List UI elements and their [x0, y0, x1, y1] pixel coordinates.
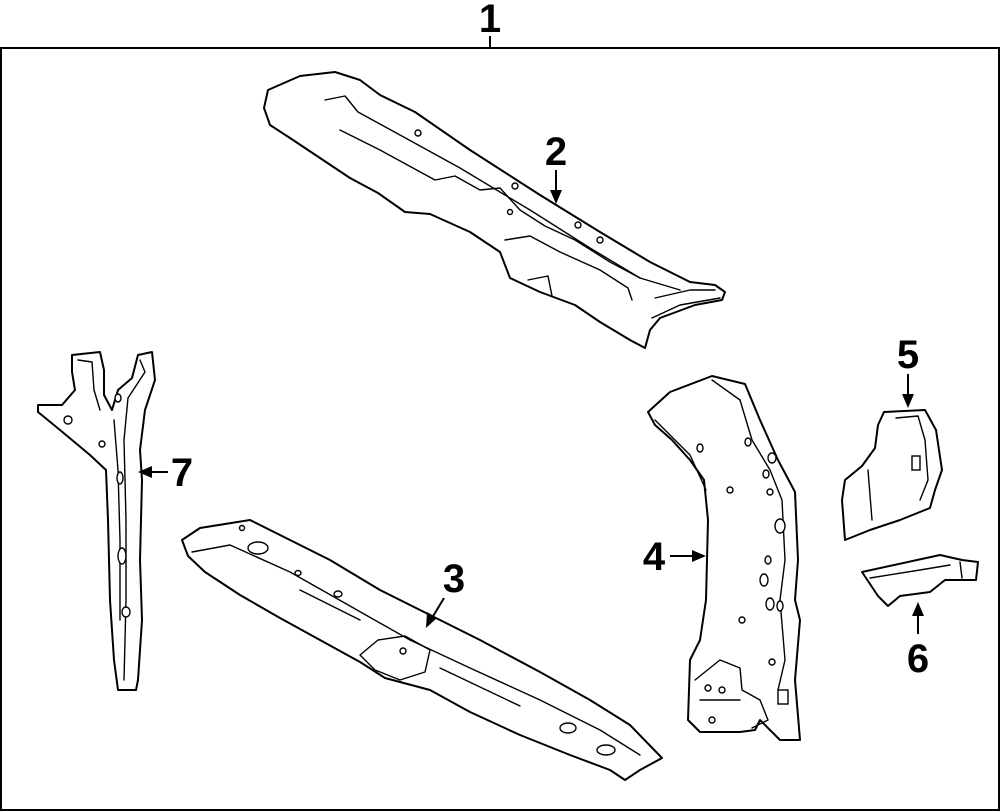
part-2-hole	[574, 221, 582, 229]
part-4-hole	[759, 573, 769, 587]
part-2-lower-flange	[504, 235, 633, 301]
callout-2-label: 2	[545, 130, 567, 174]
part-4-hole	[744, 437, 752, 447]
callout-3-arrow	[426, 612, 437, 628]
callout-5[interactable]: 5	[897, 333, 919, 408]
callout-2-arrow	[550, 190, 562, 204]
callout-1-label: 1	[479, 0, 501, 41]
part-7-seam	[113, 419, 121, 621]
callout-6-label: 6	[907, 637, 929, 681]
part-2-hole	[414, 129, 422, 137]
part-3-hole	[294, 569, 302, 577]
part-7-hole	[98, 440, 106, 448]
callout-6-arrow	[912, 602, 924, 616]
part-4-hole	[764, 555, 772, 565]
callout-4[interactable]: 4	[643, 535, 706, 579]
part-2-inner-lip	[339, 129, 641, 279]
part-3-top-edge	[191, 544, 641, 756]
part-4-inner-rib	[654, 379, 786, 691]
part-2-upper-tie-bar[interactable]	[263, 71, 726, 349]
callout-7-arrow	[138, 466, 152, 478]
callout-4-arrow	[692, 550, 706, 562]
callout-3-label: 3	[443, 557, 465, 601]
part-4-hole	[768, 658, 776, 666]
part-4-side-support[interactable]	[647, 375, 801, 741]
part-3-groove	[299, 589, 521, 707]
callout-5-label: 5	[897, 333, 919, 377]
callout-3[interactable]: 3	[426, 557, 465, 628]
part-7-inner-rib	[77, 359, 146, 681]
part-4-outline	[647, 375, 801, 741]
part-4-hole	[738, 616, 746, 624]
part-6-outline	[861, 554, 979, 607]
part-4-hole	[704, 684, 712, 692]
part-6-inner-edge	[869, 561, 963, 579]
part-3-hole	[238, 524, 246, 532]
part-7-hole	[63, 415, 73, 425]
part-4-slot	[777, 689, 789, 705]
callout-7[interactable]: 7	[138, 451, 193, 495]
callout-6[interactable]: 6	[907, 602, 929, 681]
part-7-hole	[114, 393, 122, 403]
part-3-hole	[399, 647, 407, 655]
part-4-hole	[776, 600, 784, 612]
part-3-hole	[596, 744, 616, 756]
callout-4-label: 4	[643, 535, 666, 579]
part-2-hole	[511, 182, 519, 190]
part-3-center-bracket	[359, 635, 431, 681]
callout-1[interactable]: 1	[479, 0, 501, 48]
part-3-hole	[333, 590, 343, 598]
assembly-frame	[0, 47, 1000, 811]
callout-5-arrow	[902, 394, 914, 408]
part-7-vertical-support[interactable]	[37, 351, 156, 691]
part-5-inner-edge	[867, 415, 929, 521]
part-4-hole	[762, 469, 770, 479]
part-3-lower-tie-bar[interactable]	[181, 519, 663, 781]
part-4-hole	[774, 518, 786, 534]
part-3-hole	[247, 541, 269, 555]
part-4-lower-bracket	[694, 659, 769, 729]
part-7-outline	[37, 351, 156, 691]
part-4-hole	[696, 443, 704, 453]
part-4-hole	[726, 486, 734, 494]
part-4-hole	[708, 716, 716, 724]
part-3-hole	[559, 722, 577, 734]
part-4-hole	[718, 686, 726, 694]
part-6-lower-bracket[interactable]	[861, 554, 979, 607]
part-5-outline	[841, 409, 943, 541]
callout-7-label: 7	[171, 451, 193, 495]
part-7-hole	[121, 606, 131, 618]
part-3-outline	[181, 519, 663, 781]
part-2-inner-channel	[324, 95, 681, 291]
part-2-hole	[506, 208, 514, 216]
part-2-hole	[596, 236, 604, 244]
part-7-hole	[116, 471, 124, 485]
part-4-hole	[767, 452, 777, 464]
part-4-hole	[766, 488, 774, 496]
part-2-end-flange	[651, 289, 721, 319]
part-7-hole	[117, 547, 127, 565]
part-2-outline	[263, 71, 726, 349]
callout-2[interactable]: 2	[545, 130, 567, 204]
part-5-slot	[911, 455, 921, 471]
callout-3-leader	[431, 597, 445, 619]
part-4-hole	[765, 597, 775, 611]
part-5-upper-bracket[interactable]	[841, 409, 943, 541]
